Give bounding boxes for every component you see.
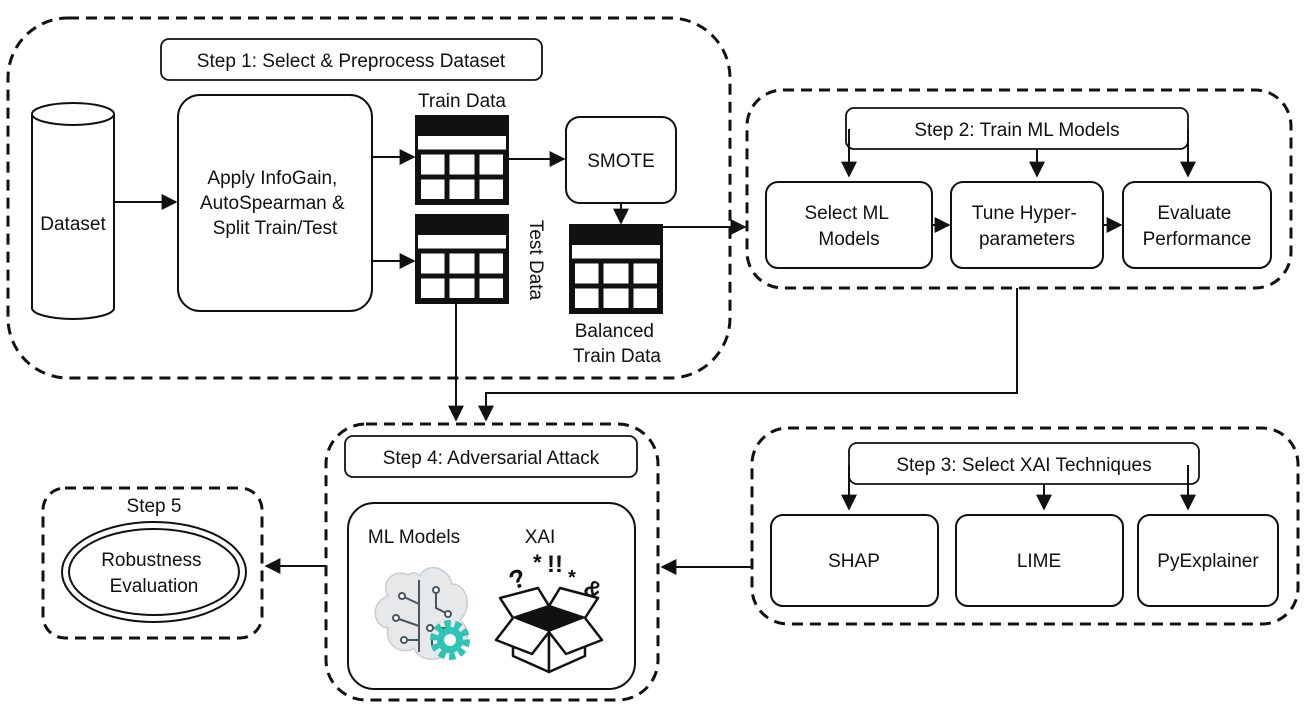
balanced-line-2: Train Data	[573, 346, 661, 367]
step5-region: Step 5 Robustness Evaluation	[41, 486, 264, 640]
shap-label: SHAP	[828, 551, 880, 572]
step4-region: Step 4: Adversarial Attack ML Models XAI	[324, 422, 660, 702]
select-ml-line-2: Models	[818, 229, 879, 250]
preprocess-line-1: Apply InfoGain,	[207, 168, 337, 189]
preprocess-box	[177, 94, 373, 312]
lime-box	[955, 514, 1124, 607]
step4-title: Step 4: Adversarial Attack	[383, 448, 600, 469]
step3-dashed-border	[750, 426, 1300, 626]
robustness-line-1: Robustness	[101, 550, 201, 571]
preprocess-label: Apply InfoGain, AutoSpearman & Split Tra…	[200, 168, 350, 239]
robustness-outer-ellipse	[61, 521, 247, 623]
evaluate-box	[1122, 181, 1272, 269]
select-ml-line-1: Select ML	[804, 203, 888, 224]
step1-title-box	[160, 38, 543, 81]
step1-title: Step 1: Select & Preprocess Dataset	[197, 51, 506, 72]
balanced-label: Balanced Train Data	[573, 321, 661, 367]
smote-label: SMOTE	[587, 151, 655, 172]
ml-models-label: ML Models	[368, 527, 460, 548]
train-data-label: Train Data	[418, 91, 506, 112]
evaluate-label: Evaluate Performance	[1143, 203, 1252, 250]
evaluate-line-1: Evaluate	[1157, 203, 1231, 224]
open-box-icon	[494, 586, 604, 674]
pyexplainer-box	[1137, 514, 1279, 607]
dataset-label: Dataset	[40, 214, 106, 235]
connectors	[114, 129, 1196, 575]
step2-title-box	[845, 107, 1189, 150]
tune-label: Tune Hyper- parameters	[972, 203, 1082, 250]
balanced-table-icon	[572, 227, 660, 311]
step5-title: Step 5	[127, 496, 182, 517]
lime-label: LIME	[1017, 551, 1061, 572]
step1-region: Step 1: Select & Preprocess Dataset Data…	[6, 16, 732, 380]
shap-box	[770, 514, 939, 607]
select-ml-box	[765, 181, 933, 269]
step4-dashed-border	[324, 422, 660, 702]
step1-dashed-border	[6, 16, 732, 380]
xai-symbol-exclaim: !!	[547, 551, 563, 578]
step2-region: Step 2: Train ML Models Select ML Models…	[745, 88, 1293, 290]
train-table-icon	[418, 118, 506, 202]
tune-box	[950, 181, 1104, 269]
database-icon	[31, 102, 115, 320]
evaluate-line-2: Performance	[1143, 229, 1252, 250]
tune-line-2: parameters	[979, 229, 1075, 250]
step4-title-box	[344, 435, 638, 478]
tune-line-1: Tune Hyper-	[972, 203, 1077, 224]
preprocess-line-2: AutoSpearman &	[200, 193, 345, 214]
gear-icon	[430, 620, 470, 660]
robustness-inner-ellipse	[68, 528, 240, 616]
select-ml-label: Select ML Models	[804, 203, 893, 250]
xai-symbol-star-1: *	[533, 550, 542, 575]
step2-title: Step 2: Train ML Models	[914, 120, 1119, 141]
xai-symbol-star-2: *	[568, 567, 576, 589]
test-data-label: Test Data	[525, 220, 546, 301]
robustness-label: Robustness Evaluation	[101, 550, 207, 597]
step3-title-box	[848, 442, 1200, 485]
step5-dashed-border	[41, 486, 264, 640]
step3-region: Step 3: Select XAI Techniques SHAP LIME …	[750, 426, 1300, 626]
pyexplainer-label: PyExplainer	[1157, 551, 1259, 572]
step3-title: Step 3: Select XAI Techniques	[896, 455, 1151, 476]
test-table-icon	[418, 217, 506, 301]
arrow-step2-to-step4	[478, 288, 1018, 422]
preprocess-line-3: Split Train/Test	[213, 218, 338, 239]
xai-label: XAI	[525, 527, 556, 548]
balanced-line-1: Balanced	[575, 321, 654, 342]
robustness-line-2: Evaluation	[110, 576, 199, 597]
step2-dashed-border	[745, 88, 1293, 290]
